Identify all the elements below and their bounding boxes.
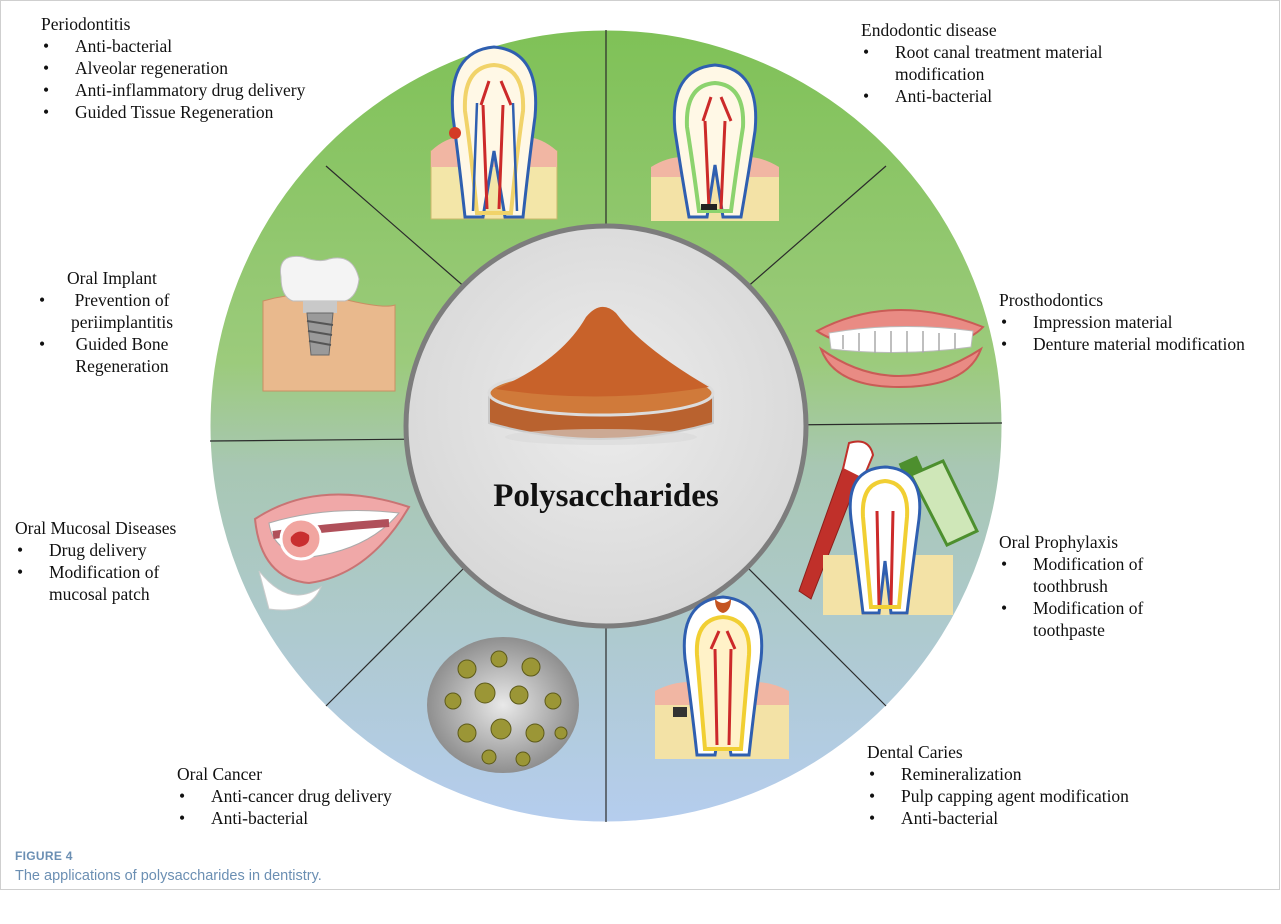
- caries-tooth-icon: [655, 595, 789, 759]
- list-item: Root canal treatment material: [861, 41, 1102, 63]
- section-periodontitis: Periodontitis Anti-bacterial Alveolar re…: [41, 13, 305, 123]
- list-item: Anti-inflammatory drug delivery: [41, 79, 305, 101]
- list-item-continuation: modification: [895, 64, 985, 84]
- list-item: Anti-bacterial: [861, 85, 1102, 107]
- section-title: Oral Implant: [67, 268, 157, 288]
- list-item: Guided Tissue Regeneration: [41, 101, 305, 123]
- list-item-continuation: periimplantitis: [71, 312, 174, 332]
- section-dividers: [209, 30, 1003, 822]
- section-dental-caries: Dental Caries Remineralization Pulp capp…: [867, 741, 1129, 829]
- periodontitis-tooth-icon: [430, 45, 558, 220]
- section-title: Oral Prophylaxis: [999, 532, 1119, 552]
- list-item: Drug delivery: [15, 539, 176, 561]
- list-item: Anti-cancer drug delivery: [177, 785, 392, 807]
- list-item: Pulp capping agent modification: [867, 785, 1129, 807]
- list-item: Anti-bacterial: [177, 807, 392, 829]
- cancer-cells-icon: [427, 637, 579, 773]
- toothbrush-toothpaste-icon: [798, 440, 980, 615]
- section-title: Oral Cancer: [177, 764, 263, 784]
- endodontic-tooth-icon: [651, 63, 779, 221]
- list-item: Impression material: [999, 311, 1245, 333]
- dental-implant-icon: [262, 255, 396, 392]
- mouth-lesion-icon: [253, 493, 411, 611]
- list-item: Prevention of: [37, 289, 173, 311]
- list-item: Anti-bacterial: [867, 807, 1129, 829]
- section-title: Oral Mucosal Diseases: [15, 518, 177, 538]
- list-item-continuation: mucosal patch: [49, 584, 150, 604]
- denture-icon: [815, 309, 985, 389]
- section-title: Dental Caries: [867, 742, 963, 762]
- list-item: Modification of: [15, 561, 176, 583]
- list-item: Guided Bone: [37, 333, 173, 355]
- figure-label: FIGURE 4: [15, 849, 73, 863]
- figure-caption: The applications of polysaccharides in d…: [15, 868, 322, 884]
- section-prosthodontics: Prosthodontics Impression material Dentu…: [999, 289, 1245, 355]
- list-item: Alveolar regeneration: [41, 57, 305, 79]
- section-oral-mucosal: Oral Mucosal Diseases Drug delivery Modi…: [15, 517, 176, 605]
- figure-frame: Polysaccharides: [0, 0, 1280, 890]
- list-item: Modification of: [999, 597, 1143, 619]
- list-item: Modification of: [999, 553, 1143, 575]
- section-oral-prophylaxis: Oral Prophylaxis Modification of toothbr…: [999, 531, 1143, 641]
- center-label: Polysaccharides: [493, 478, 719, 514]
- list-item-continuation: Regeneration: [75, 356, 169, 376]
- applications-wheel: Polysaccharides: [209, 29, 1003, 823]
- section-title: Prosthodontics: [999, 290, 1104, 310]
- polysaccharide-powder-icon: [487, 306, 715, 445]
- section-title: Endodontic disease: [861, 20, 997, 40]
- list-item: Remineralization: [867, 763, 1129, 785]
- section-title: Periodontitis: [41, 14, 131, 34]
- list-item-continuation: toothpaste: [1033, 620, 1105, 640]
- section-endodontic: Endodontic disease Root canal treatment …: [861, 19, 1102, 107]
- list-item: Anti-bacterial: [41, 35, 305, 57]
- list-item-continuation: toothbrush: [1033, 576, 1108, 596]
- list-item: Denture material modification: [999, 333, 1245, 355]
- section-oral-implant: Oral Implant Prevention of periimplantit…: [37, 267, 173, 377]
- section-oral-cancer: Oral Cancer Anti-cancer drug delivery An…: [177, 763, 392, 829]
